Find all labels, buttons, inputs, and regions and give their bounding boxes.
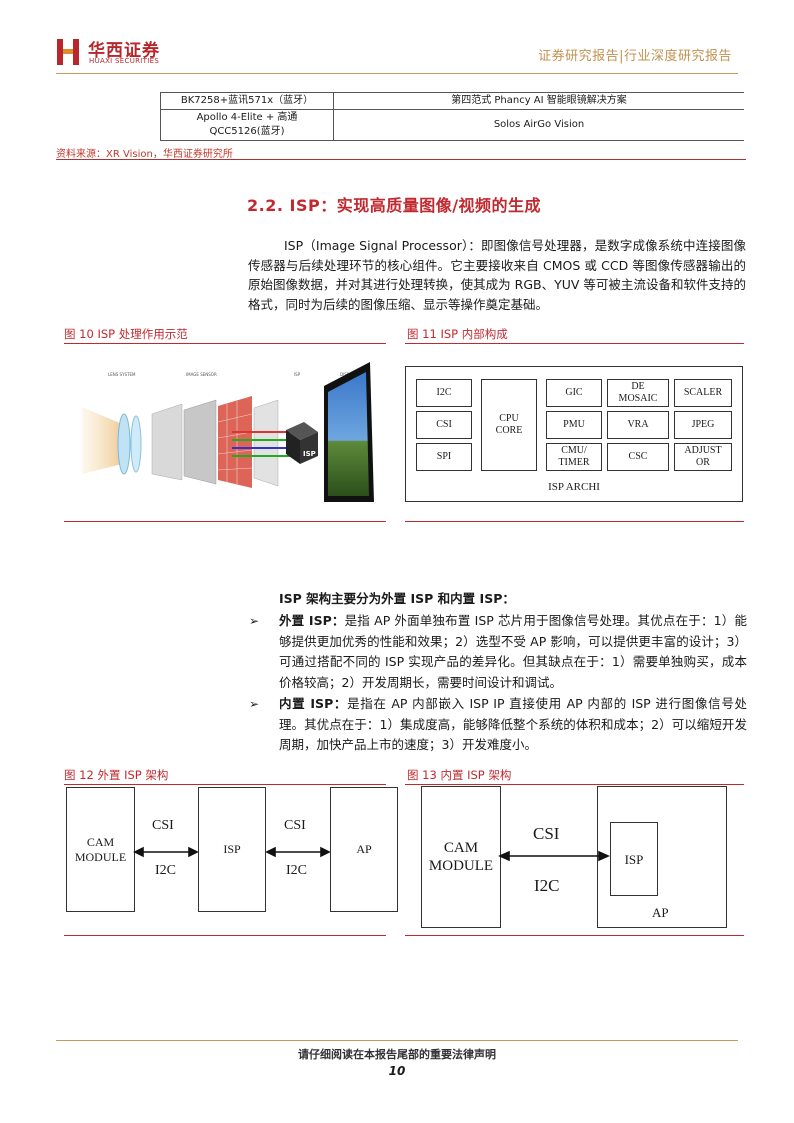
ap-box: ISP AP <box>597 786 727 928</box>
module-label: MODULE <box>428 858 494 874</box>
cmu-timer-block: CMU/ TIMER <box>546 443 602 471</box>
internal-isp-paragraph: 内置 ISP：是指在 AP 内部嵌入 ISP IP 直接使用 AP 内部的 IS… <box>279 694 747 756</box>
adjustor-block: ADJUST OR <box>674 443 732 471</box>
source-divider <box>56 159 746 160</box>
fig12-caption-line <box>64 784 386 785</box>
cam-module-box: CAM MODULE <box>66 787 135 912</box>
image-sensor-label: IMAGE SENSOR <box>186 372 217 377</box>
module-label: MODULE <box>74 849 127 864</box>
lens-system-label: LENS SYSTEM <box>108 372 136 377</box>
gic-block: GIC <box>546 379 602 407</box>
ap-box: AP <box>330 787 398 912</box>
i2c-block: I2C <box>416 379 472 407</box>
table-cell: 第四范式 Phancy AI 智能眼镜解决方案 <box>333 92 744 110</box>
external-isp-diagram: CAM MODULE ISP AP CSI I2C CSI I2C <box>64 784 398 934</box>
fig11-bottom-line <box>405 521 744 522</box>
fig12-caption: 图 12 外置 ISP 架构 <box>64 768 169 782</box>
spi-block: SPI <box>416 443 472 471</box>
csi-label-1: CSI <box>152 818 174 833</box>
fig11-caption-line <box>405 343 744 344</box>
cpu-label: CPU <box>499 413 519 424</box>
i2c-label: I2C <box>534 876 560 895</box>
section-title: 2.2. ISP：实现高质量图像/视频的生成 <box>247 196 542 215</box>
bullet-icon: ➢ <box>249 697 260 711</box>
external-isp-label: 外置 ISP： <box>279 613 345 628</box>
fig10-bottom-line <box>64 521 386 522</box>
or-label: OR <box>696 457 710 468</box>
report-type: 证券研究报告|行业深度研究报告 <box>538 49 732 64</box>
fig13-caption-line <box>405 784 744 785</box>
fig10-caption: 图 10 ISP 处理作用示范 <box>64 327 188 341</box>
legal-notice: 请仔细阅读在本报告尾部的重要法律声明 <box>298 1048 496 1061</box>
jpeg-block: JPEG <box>674 411 732 439</box>
bidirectional-arrow-icon <box>498 850 610 862</box>
internal-isp-label: 内置 ISP： <box>279 696 348 711</box>
table-row: BK7258+蓝讯571x（蓝牙） 第四范式 Phancy AI 智能眼镜解决方… <box>160 92 744 110</box>
page-number: 10 <box>388 1064 406 1078</box>
bullet-icon: ➢ <box>249 614 260 628</box>
footer-divider <box>56 1040 738 1041</box>
isp-archi-diagram: I2C CSI SPI CPU CORE GIC DE MOSAIC SCALE… <box>405 366 743 502</box>
solution-table: BK7258+蓝讯571x（蓝牙） 第四范式 Phancy AI 智能眼镜解决方… <box>160 92 744 141</box>
fig13-caption: 图 13 内置 ISP 架构 <box>407 768 512 782</box>
csi-block: CSI <box>416 411 472 439</box>
adjust-label: ADJUST <box>684 445 722 456</box>
header-divider <box>56 73 738 74</box>
scaler-block: SCALER <box>674 379 732 407</box>
bidirectional-arrow-icon <box>133 846 331 858</box>
table-row: Apollo 4-Elite + 高通 QCC5126(蓝牙) Solos Ai… <box>160 109 744 141</box>
table-cell: BK7258+蓝讯571x（蓝牙） <box>160 92 334 110</box>
i2c-label-2: I2C <box>286 863 307 878</box>
vra-block: VRA <box>607 411 669 439</box>
section-intro: ISP（Image Signal Processor）：即图像信号处理器，是数字… <box>248 238 746 312</box>
cam-label: CAM <box>443 840 479 856</box>
huaxi-logo-icon <box>55 37 81 67</box>
brand-name-cn: 华西证券 <box>88 41 160 61</box>
cam-label: CAM <box>86 834 115 849</box>
isp-stage-label: ISP <box>294 372 301 377</box>
internal-isp-diagram: CAM MODULE ISP AP CSI I2C <box>405 784 744 934</box>
isp-chip-label: ISP <box>303 450 316 458</box>
internal-isp-text: 是指在 AP 内部嵌入 ISP IP 直接使用 AP 内部的 ISP 进行图像信… <box>279 696 748 752</box>
fig10-caption-line <box>64 343 386 344</box>
core-label: CORE <box>495 425 523 436</box>
fig12-bottom-line <box>64 935 386 936</box>
csi-label: CSI <box>533 824 560 843</box>
table-cell: Apollo 4-Elite + 高通 QCC5126(蓝牙) <box>160 109 334 141</box>
demosaic-block: DE MOSAIC <box>607 379 669 407</box>
mosaic-label: MOSAIC <box>618 393 658 404</box>
fig11-caption: 图 11 ISP 内部构成 <box>407 327 508 341</box>
csi-label-2: CSI <box>284 818 306 833</box>
isp-processing-illustration: LENS SYSTEM IMAGE SENSOR ISP DISPLAY ISP <box>82 352 382 514</box>
de-label: DE <box>631 381 645 392</box>
pmu-block: PMU <box>546 411 602 439</box>
isp-archi-title: ISP ARCHI <box>548 481 600 493</box>
ap-label: AP <box>652 905 669 920</box>
isp-box: ISP <box>198 787 266 912</box>
timer-label: TIMER <box>558 457 590 468</box>
table-cell: Solos AirGo Vision <box>333 109 744 141</box>
external-isp-paragraph: 外置 ISP：是指 AP 外面单独布置 ISP 芯片用于图像信号处理。其优点在于… <box>279 611 747 693</box>
cpu-core-block: CPU CORE <box>481 379 537 471</box>
i2c-label-1: I2C <box>155 863 176 878</box>
csc-block: CSC <box>607 443 669 471</box>
external-isp-text: 是指 AP 外面单独布置 ISP 芯片用于图像信号处理。其优点在于：1）能够提供… <box>279 613 747 690</box>
table-source: 资料来源：XR Vision，华西证券研究所 <box>56 149 233 160</box>
brand-name-en: HUAXI SECURITIES <box>89 57 160 65</box>
cmu-label: CMU/ <box>561 445 587 456</box>
isp-box: ISP <box>610 822 658 896</box>
fig13-bottom-line <box>405 935 744 936</box>
arch-heading: ISP 架构主要分为外置 ISP 和内置 ISP： <box>279 591 515 606</box>
